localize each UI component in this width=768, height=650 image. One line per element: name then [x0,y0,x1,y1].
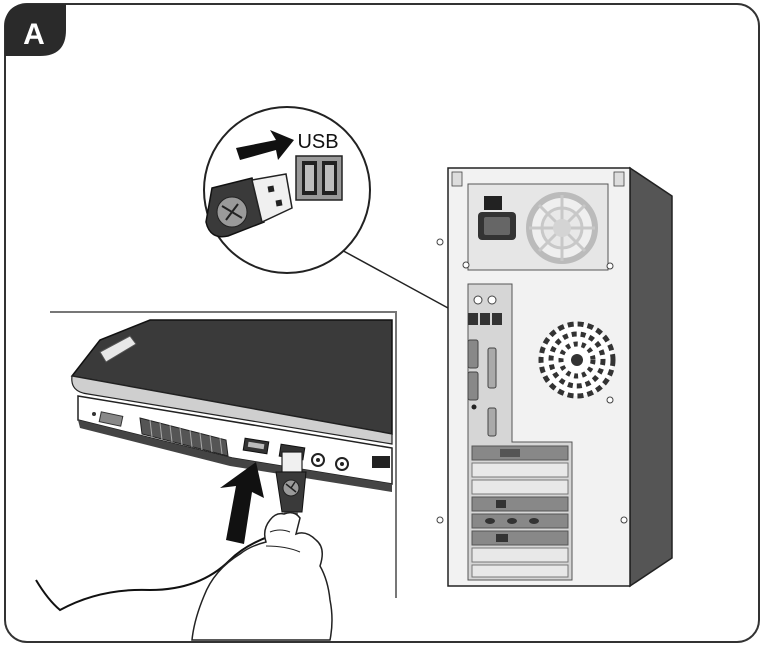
case-fan-icon [541,324,613,396]
usb-port-label: USB [297,131,338,153]
desktop-tower [437,168,672,586]
callout-usb-ports [296,156,342,200]
usb-callout: USB [204,107,370,273]
rear-usb-ports [468,313,502,325]
psu-fan-icon [529,195,595,261]
step-badge: A [5,4,66,56]
power-supply [468,184,608,270]
step-label: A [23,18,45,51]
